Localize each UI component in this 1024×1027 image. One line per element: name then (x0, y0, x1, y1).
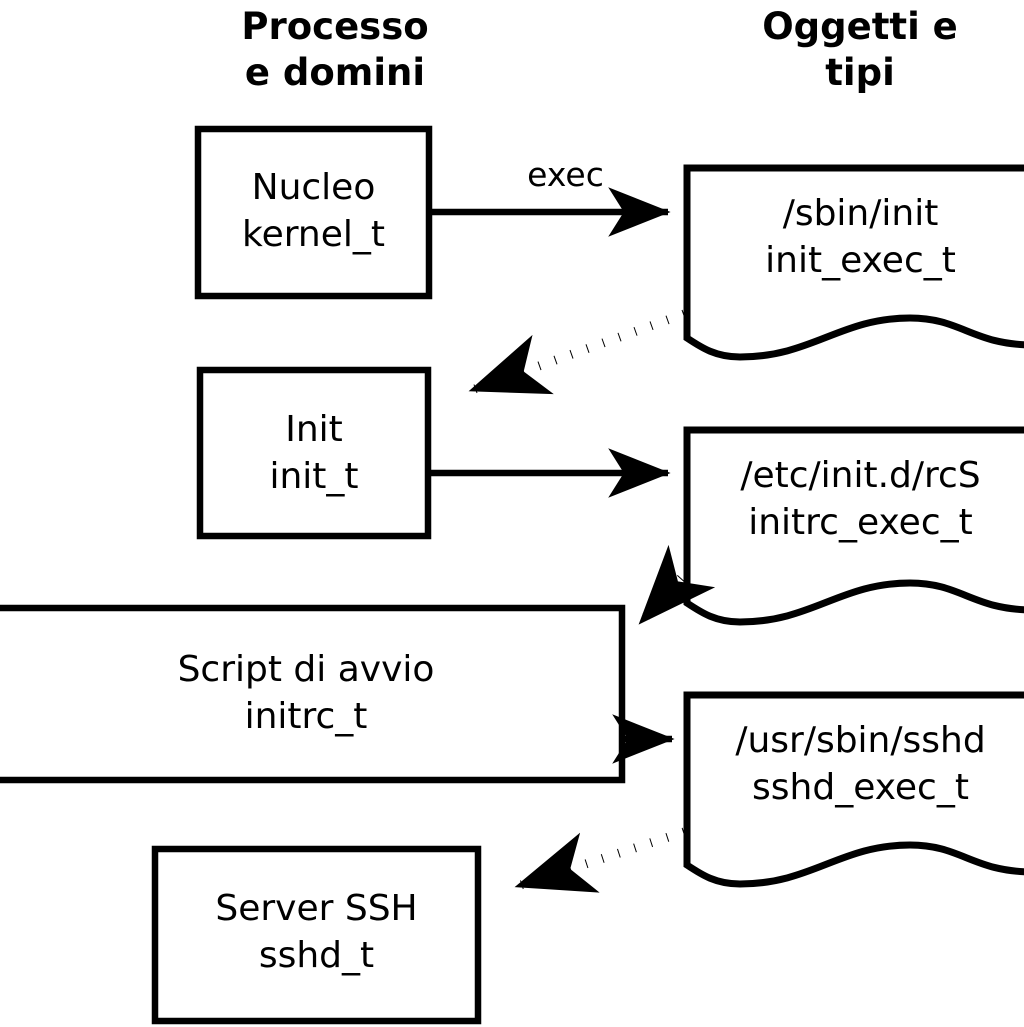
node-init[interactable] (200, 370, 428, 536)
object-doc-sshd-exec[interactable] (683, 691, 1024, 888)
node-initrc[interactable] (0, 608, 622, 780)
process-label-init: Init init_t (269, 409, 359, 497)
column-header-objects: Oggetti e tipi (762, 5, 958, 94)
object-label-init-exec: /sbin/init init_exec_t (765, 193, 956, 281)
process-box-init[interactable] (196, 366, 432, 540)
object-doc-init-exec[interactable] (683, 164, 1024, 361)
process-label-kernel: Nucleo kernel_t (242, 167, 385, 255)
process-box-sshd[interactable] (151, 845, 482, 1025)
edge-sshd-exec-to-sshd (514, 827, 686, 893)
object-label-sshd-exec: /usr/sbin/sshd sshd_exec_t (735, 720, 986, 808)
edge-init-exec-to-init (468, 309, 686, 395)
process-label-initrc: Script di avvio initrc_t (177, 649, 435, 737)
object-doc-initrc-exec[interactable] (683, 426, 1024, 626)
object-label-initrc-exec: /etc/init.d/rcS initrc_exec_t (740, 455, 981, 543)
node-init-exec[interactable] (687, 168, 1024, 358)
process-box-initrc[interactable] (0, 604, 626, 784)
process-box-kernel[interactable] (194, 125, 433, 300)
node-sshd-exec[interactable] (687, 695, 1024, 885)
process-label-sshd: Server SSH sshd_t (215, 888, 418, 976)
node-kernel[interactable] (198, 129, 429, 296)
column-header-processes: Processo e domini (241, 5, 429, 94)
edge-initrc-exec-to-initrc (637, 544, 716, 626)
node-sshd[interactable] (155, 849, 478, 1021)
edge-label-exec: exec (527, 155, 604, 194)
node-initrc-exec[interactable] (687, 430, 1024, 622)
